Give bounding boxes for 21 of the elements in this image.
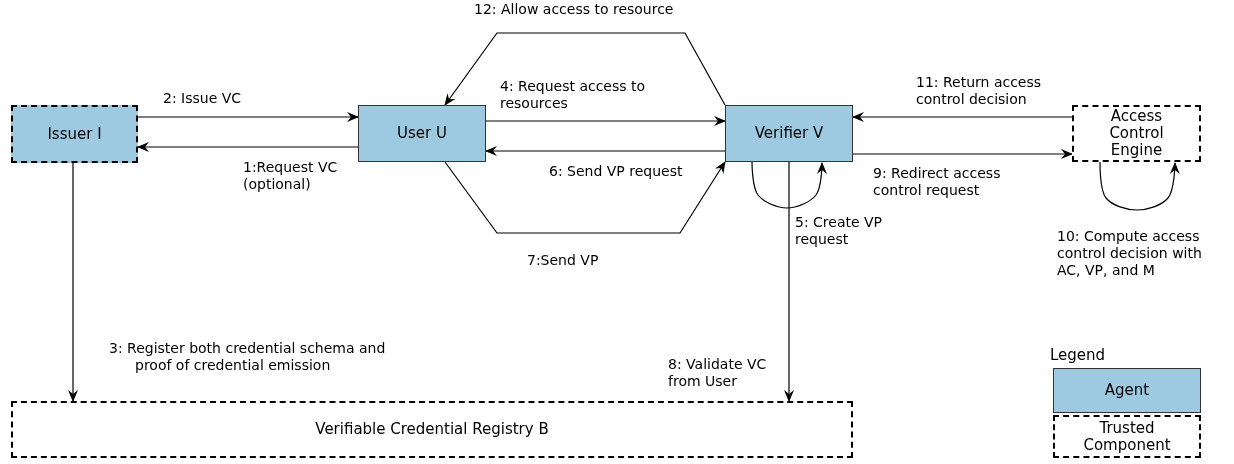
arrow — [485, 146, 726, 156]
edge-label: 6: Send VP request — [549, 163, 683, 180]
component-box: Access Control Engine — [1072, 105, 1201, 162]
legend-title: Legend — [1050, 347, 1106, 364]
arrow — [852, 112, 1073, 122]
arrow — [137, 142, 359, 152]
arrow — [444, 32, 726, 106]
arrow — [751, 161, 827, 209]
agent-box: User U — [358, 105, 486, 162]
agent-box: Issuer I — [11, 105, 138, 163]
agent-box: Verifier V — [725, 105, 853, 162]
arrow — [68, 162, 78, 402]
legend-key: Trusted Component — [1053, 415, 1201, 458]
arrow — [444, 161, 726, 234]
legend-swatch: Agent — [1053, 368, 1201, 413]
arrow — [784, 161, 794, 402]
component-box: Verifiable Credential Registry B — [11, 401, 853, 458]
arrow — [485, 116, 726, 126]
arrow — [1099, 161, 1180, 211]
arrow — [137, 112, 359, 122]
arrow — [852, 149, 1073, 159]
